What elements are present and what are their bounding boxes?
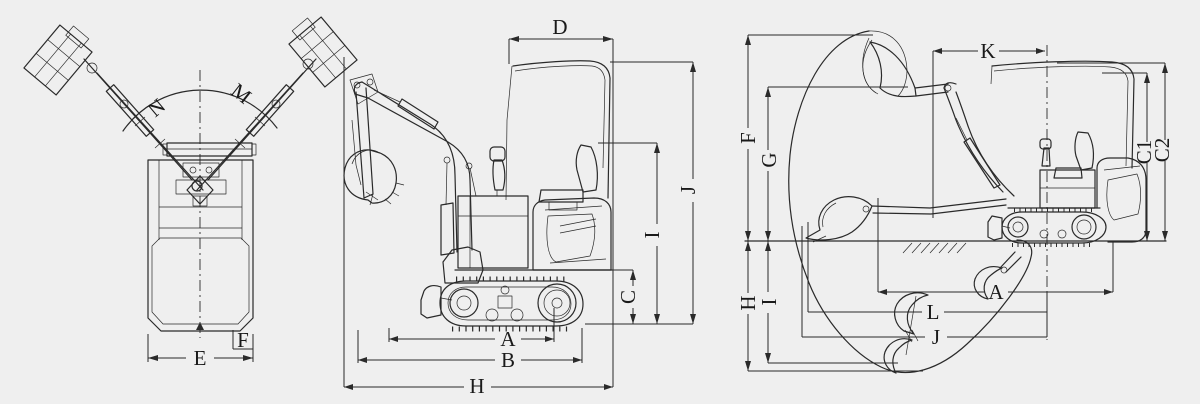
bucket-grid-left	[23, 24, 93, 96]
dim-C: C	[612, 269, 640, 324]
dim-label-L: L	[927, 300, 940, 324]
working-envelope	[788, 30, 1033, 374]
dim-D: D	[508, 15, 613, 64]
dim-label-B: B	[501, 348, 515, 372]
dim-label-D: D	[552, 15, 567, 39]
dim-A-range: A	[877, 198, 1114, 304]
dim-label-F-range: F	[736, 132, 760, 144]
dim-label-I-side: I	[640, 232, 664, 239]
dim-F: F	[232, 328, 253, 352]
bucket-max-reach	[805, 196, 1007, 243]
side-view-machine	[343, 60, 613, 332]
dim-label-C1: C1	[1132, 140, 1156, 165]
dim-label-H-range: H	[736, 295, 760, 310]
dim-label-C2: C2	[1150, 138, 1174, 163]
swing-arc	[122, 89, 278, 132]
bucket-dig-positions	[883, 251, 1022, 374]
dim-H-range: H	[736, 241, 923, 372]
dozer-blade	[420, 285, 442, 319]
bucket-max-height	[862, 37, 949, 98]
working-range-machine	[805, 37, 1147, 374]
dim-A-side: A	[388, 308, 555, 351]
dim-J-side: J	[585, 61, 700, 325]
dim-label-H-side: H	[469, 374, 484, 398]
dim-I-range: I	[757, 241, 898, 364]
canopy	[505, 60, 611, 201]
dim-E: E	[147, 334, 254, 370]
dim-F-range: F	[736, 34, 873, 241]
dim-J-range: J	[801, 226, 1048, 349]
dim-label-A-side: A	[500, 327, 516, 351]
dim-H-side: H	[343, 39, 614, 398]
top-view-machine	[23, 16, 358, 332]
control-console	[457, 146, 529, 269]
dim-label-J-range: J	[932, 325, 940, 349]
dim-B: B	[357, 328, 583, 372]
dim-label-J-side: J	[676, 186, 700, 194]
dim-label-E: E	[194, 346, 207, 370]
dim-G: G	[757, 86, 908, 241]
dim-label-I-range: I	[757, 299, 781, 306]
boom-swung-right	[196, 16, 358, 191]
dim-label-G: G	[757, 152, 781, 167]
dim-label-A-range: A	[988, 280, 1004, 304]
dim-label-N: N	[143, 94, 170, 122]
dim-C2: C2	[1057, 62, 1174, 241]
bucket-grid-right	[288, 16, 358, 88]
ground-hatching	[902, 242, 967, 254]
boom-assembly	[343, 73, 484, 284]
dim-L: L	[807, 222, 1047, 324]
dim-label-F: F	[237, 328, 249, 352]
top-view: N M E F	[23, 16, 358, 370]
dim-C1: C1	[1102, 72, 1156, 241]
dim-label-K: K	[980, 39, 995, 63]
boom-swung-left	[23, 24, 204, 192]
boom-raised	[943, 82, 1015, 197]
seat	[538, 144, 598, 211]
side-view: D J I C A B H	[343, 15, 700, 398]
dim-K: K	[932, 39, 1045, 218]
working-range-view: F G H I K C1 C2	[736, 30, 1174, 374]
dim-I-side: I	[598, 142, 664, 324]
dim-label-C: C	[616, 290, 640, 304]
